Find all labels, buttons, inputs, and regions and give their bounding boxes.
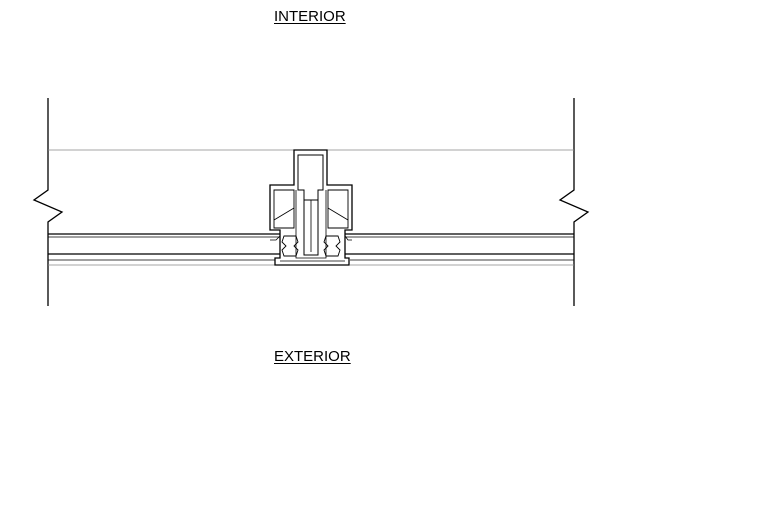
mullion-inner-tube <box>297 154 324 201</box>
right-break-line <box>558 98 590 306</box>
interior-label: INTERIOR <box>274 8 346 25</box>
left-break-line <box>32 98 64 306</box>
left-mullion-chamber <box>273 189 295 229</box>
mullion-outer-profile <box>269 149 353 266</box>
left-gasket <box>281 235 299 257</box>
right-glass-panel <box>345 233 574 266</box>
right-mullion-chamber <box>327 189 349 229</box>
left-glass-panel <box>48 233 280 266</box>
left-glazing-clip <box>270 229 281 241</box>
exterior-label: EXTERIOR <box>274 348 351 365</box>
mullion-center-web <box>303 200 319 256</box>
right-gasket <box>323 235 341 257</box>
right-glazing-clip <box>344 229 352 241</box>
